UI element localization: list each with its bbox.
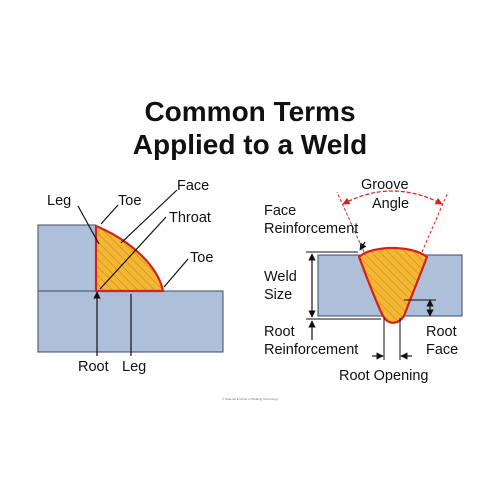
label-angle: Angle — [372, 196, 409, 212]
label-face-reinf-2: Reinforcement — [264, 221, 358, 237]
groove-angle-line-left — [336, 191, 365, 253]
groove-angle-arc — [342, 190, 443, 205]
label-root: Root — [78, 359, 109, 375]
leader-throat — [99, 216, 167, 290]
label-root-face-2: Face — [426, 342, 458, 358]
label-weld-size-1: Weld — [264, 269, 297, 285]
footer-credit: © National Institute of Welding Technolo… — [222, 397, 279, 401]
label-weld-size-2: Size — [264, 287, 292, 303]
groove-angle-line-right — [421, 191, 449, 253]
leader-toe-right — [163, 258, 189, 288]
label-groove: Groove — [361, 177, 409, 193]
label-toe-right: Toe — [190, 250, 213, 266]
leader-face — [120, 189, 178, 244]
title-line-1: Common Terms — [144, 96, 356, 127]
label-root-opening: Root Opening — [339, 368, 428, 384]
fillet-top-plate — [37, 224, 97, 292]
label-throat: Throat — [169, 210, 211, 226]
label-toe-top: Toe — [118, 193, 141, 209]
label-leg-bottom: Leg — [122, 359, 146, 375]
leader-leg-top — [77, 205, 100, 245]
label-root-reinf-1: Root — [264, 324, 295, 340]
label-leg-top: Leg — [47, 193, 71, 209]
title-line-2: Applied to a Weld — [132, 129, 368, 160]
label-face-reinf-1: Face — [264, 203, 296, 219]
fillet-weld-group: Leg Toe Face Throat Toe Root Leg — [37, 178, 224, 375]
label-root-reinf-2: Reinforcement — [264, 342, 358, 358]
groove-weld-group: Groove Angle Face Reinforcement Weld Siz… — [264, 177, 463, 384]
groove-weld-bead — [357, 247, 429, 324]
label-root-face-1: Root — [426, 324, 457, 340]
leader-toe-top — [100, 204, 119, 225]
leader-face-reinf — [359, 241, 367, 251]
label-face: Face — [177, 178, 209, 194]
